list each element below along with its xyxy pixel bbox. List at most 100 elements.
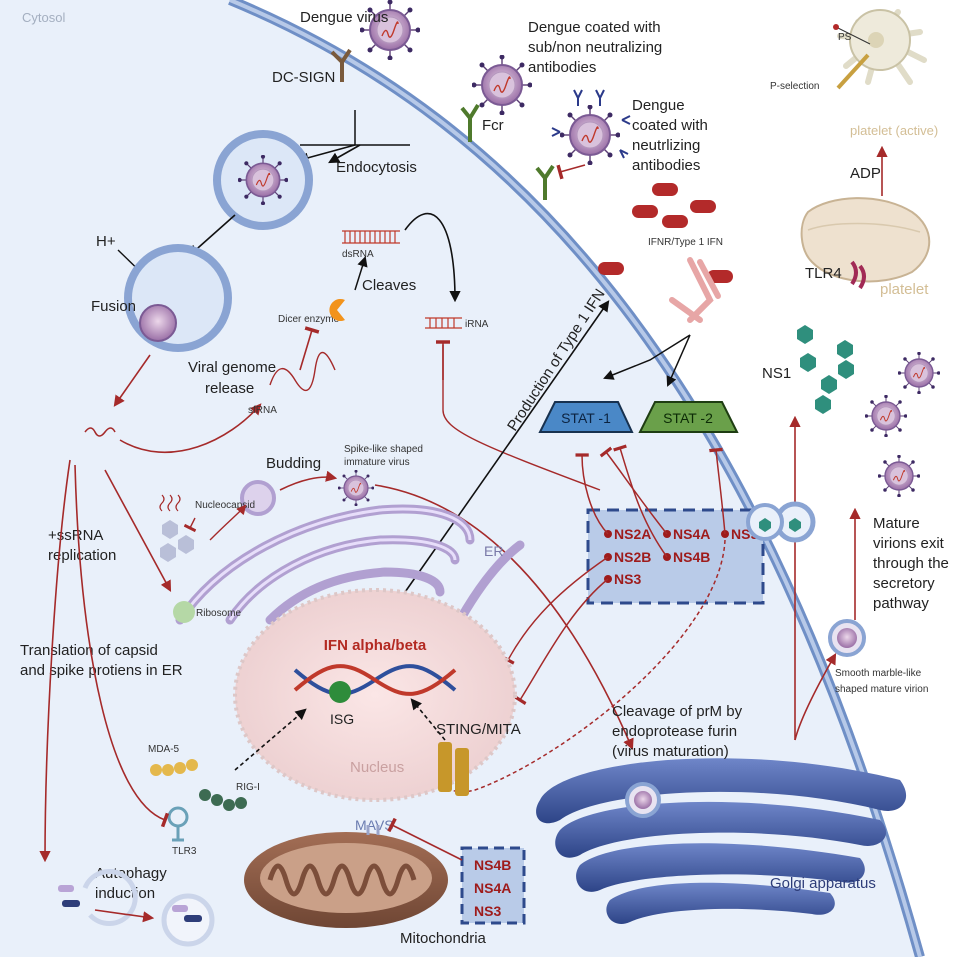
er-label: ER	[484, 543, 503, 559]
ns4b-mavs-label: NS4B	[474, 857, 511, 873]
antibody-icons	[551, 89, 631, 159]
ribosome-label: Ribosome	[196, 608, 241, 619]
stat2-box	[638, 401, 739, 433]
mature-virion-icon-1	[898, 352, 940, 394]
ssrna-label-1: +ssRNA	[48, 527, 103, 544]
isg-label: ISG	[330, 711, 354, 727]
dicer-label: Dicer enzyme	[278, 314, 340, 325]
ns3-label: NS3	[614, 571, 641, 587]
ns3-mavs-label: NS3	[474, 903, 501, 919]
mavs-label: MAVS	[355, 817, 394, 833]
viral-release-label-1: Viral genome	[188, 359, 276, 376]
sting-mita-icon	[438, 742, 469, 796]
spike-label-1: Spike-like shaped	[344, 444, 423, 455]
cytosol-region	[0, 0, 920, 957]
tlr3-label: TLR3	[172, 846, 197, 857]
ns-inhibition-lines	[501, 444, 726, 705]
ns4a-mavs-label: NS4A	[474, 880, 511, 896]
ns4a-label: NS4A	[673, 526, 710, 542]
ssrna-label-2: replication	[48, 547, 116, 564]
stat1-label: STAT -1	[561, 410, 611, 426]
ifn-ab-label: IFN alpha/beta	[324, 637, 427, 654]
mda5-label: MDA-5	[148, 744, 180, 755]
dengue-virus-label: Dengue virus	[300, 9, 388, 26]
budding-vesicle	[240, 480, 276, 516]
dc-sign-label: DC-SIGN	[272, 69, 335, 86]
coated-neut-label-2: coated with	[632, 117, 708, 134]
h-plus-label: H+	[96, 233, 116, 250]
dna-helix-icon	[293, 664, 457, 696]
nucleocapsid-label: Nucleocapsid	[195, 500, 255, 511]
dicer-enzyme-icon	[329, 299, 345, 321]
resting-platelet-icon	[800, 197, 931, 283]
sfrna-icon	[269, 351, 336, 392]
stat2-label: STAT -2	[663, 410, 713, 426]
ns1-hexagons	[797, 325, 854, 414]
budding-label: Budding	[266, 455, 321, 472]
coated-neut-label-1: Dengue	[632, 97, 685, 114]
golgi-label: Golgi apparatus	[770, 875, 876, 892]
irna-icon	[425, 317, 462, 329]
stat1-box	[538, 401, 634, 433]
neutralized-virus-icon	[560, 105, 620, 165]
coated-sub-label-1: Dengue coated with	[528, 19, 661, 36]
ribosome-icon	[173, 601, 195, 623]
ns-protein-box	[586, 508, 765, 605]
sub-coated-virus-icon	[472, 55, 532, 115]
endocytosed-virus-icon	[238, 155, 288, 205]
autophagosome-icon	[161, 893, 215, 947]
autophagy-label-2: induction	[95, 885, 155, 902]
mature-label-1: Mature	[873, 515, 920, 532]
cleavage-label-2: endoprotease furin	[612, 723, 737, 740]
mature-virion-icon-3	[878, 455, 920, 497]
ns1-label: NS1	[762, 365, 791, 382]
rna-strands-icon	[159, 494, 181, 512]
cleavage-label-1: Cleavage of prM by	[612, 703, 743, 720]
capsid-hexagons	[160, 520, 194, 562]
spike-label-2: immature virus	[344, 457, 410, 468]
cleaves-label: Cleaves	[362, 277, 416, 294]
immature-virus-icon	[338, 470, 374, 506]
tlr4-receptor-icon	[850, 260, 866, 290]
translation-label-1: Translation of capsid	[20, 642, 158, 659]
fusion-label: Fusion	[91, 298, 136, 315]
mature-label-2: virions exit	[873, 535, 945, 552]
smooth-label-2: shaped mature virion	[835, 684, 928, 695]
ps-label: PS	[838, 32, 852, 43]
adp-label: ADP	[850, 165, 881, 182]
platelet-label: platelet	[880, 281, 929, 298]
ns2a-label: NS2A	[614, 526, 651, 542]
platelet-active-label: platelet (active)	[850, 123, 938, 138]
mda5-icon	[150, 759, 198, 776]
neutralized-receptor-icon	[535, 164, 555, 200]
mature-label-4: secretory	[873, 575, 935, 592]
fcr-label: Fcr	[482, 117, 504, 134]
coated-neut-label-3: neutrlizing	[632, 137, 700, 154]
coated-sub-label-3: antibodies	[528, 59, 596, 76]
fcr-receptor-icon	[460, 103, 480, 142]
mavs-icon	[366, 825, 380, 835]
dsrna-label: dsRNA	[342, 249, 374, 260]
translation-label-2: and spike protiens in ER	[20, 662, 183, 679]
endocytosis-label: Endocytosis	[336, 159, 417, 176]
cleavage-label-3: (virus maturation)	[612, 743, 729, 760]
coated-sub-label-2: sub/non neutralizing	[528, 39, 662, 56]
ns4b-label: NS4B	[673, 549, 710, 565]
ns-mavs-box	[460, 846, 526, 925]
sting-label: STING/MITA	[436, 721, 521, 738]
cytosol-label: Cytosol	[22, 10, 65, 25]
irna-label: iRNA	[465, 319, 489, 330]
dsrna-icon	[342, 230, 400, 244]
mature-label-5: pathway	[873, 595, 929, 612]
sfrna-label: sfRNA	[248, 405, 277, 416]
viral-genome-icon	[84, 427, 116, 437]
active-platelet-icon	[837, 9, 927, 85]
mitochondria-icon	[244, 832, 448, 928]
rig-i-label: RIG-I	[236, 782, 260, 793]
ns2b-label: NS2B	[614, 549, 651, 565]
ifnr-label: IFNR/Type 1 IFN	[648, 237, 723, 248]
fusing-virus-icon	[139, 304, 177, 342]
mature-label-3: through the	[873, 555, 949, 572]
rig-i-icon	[199, 789, 247, 811]
